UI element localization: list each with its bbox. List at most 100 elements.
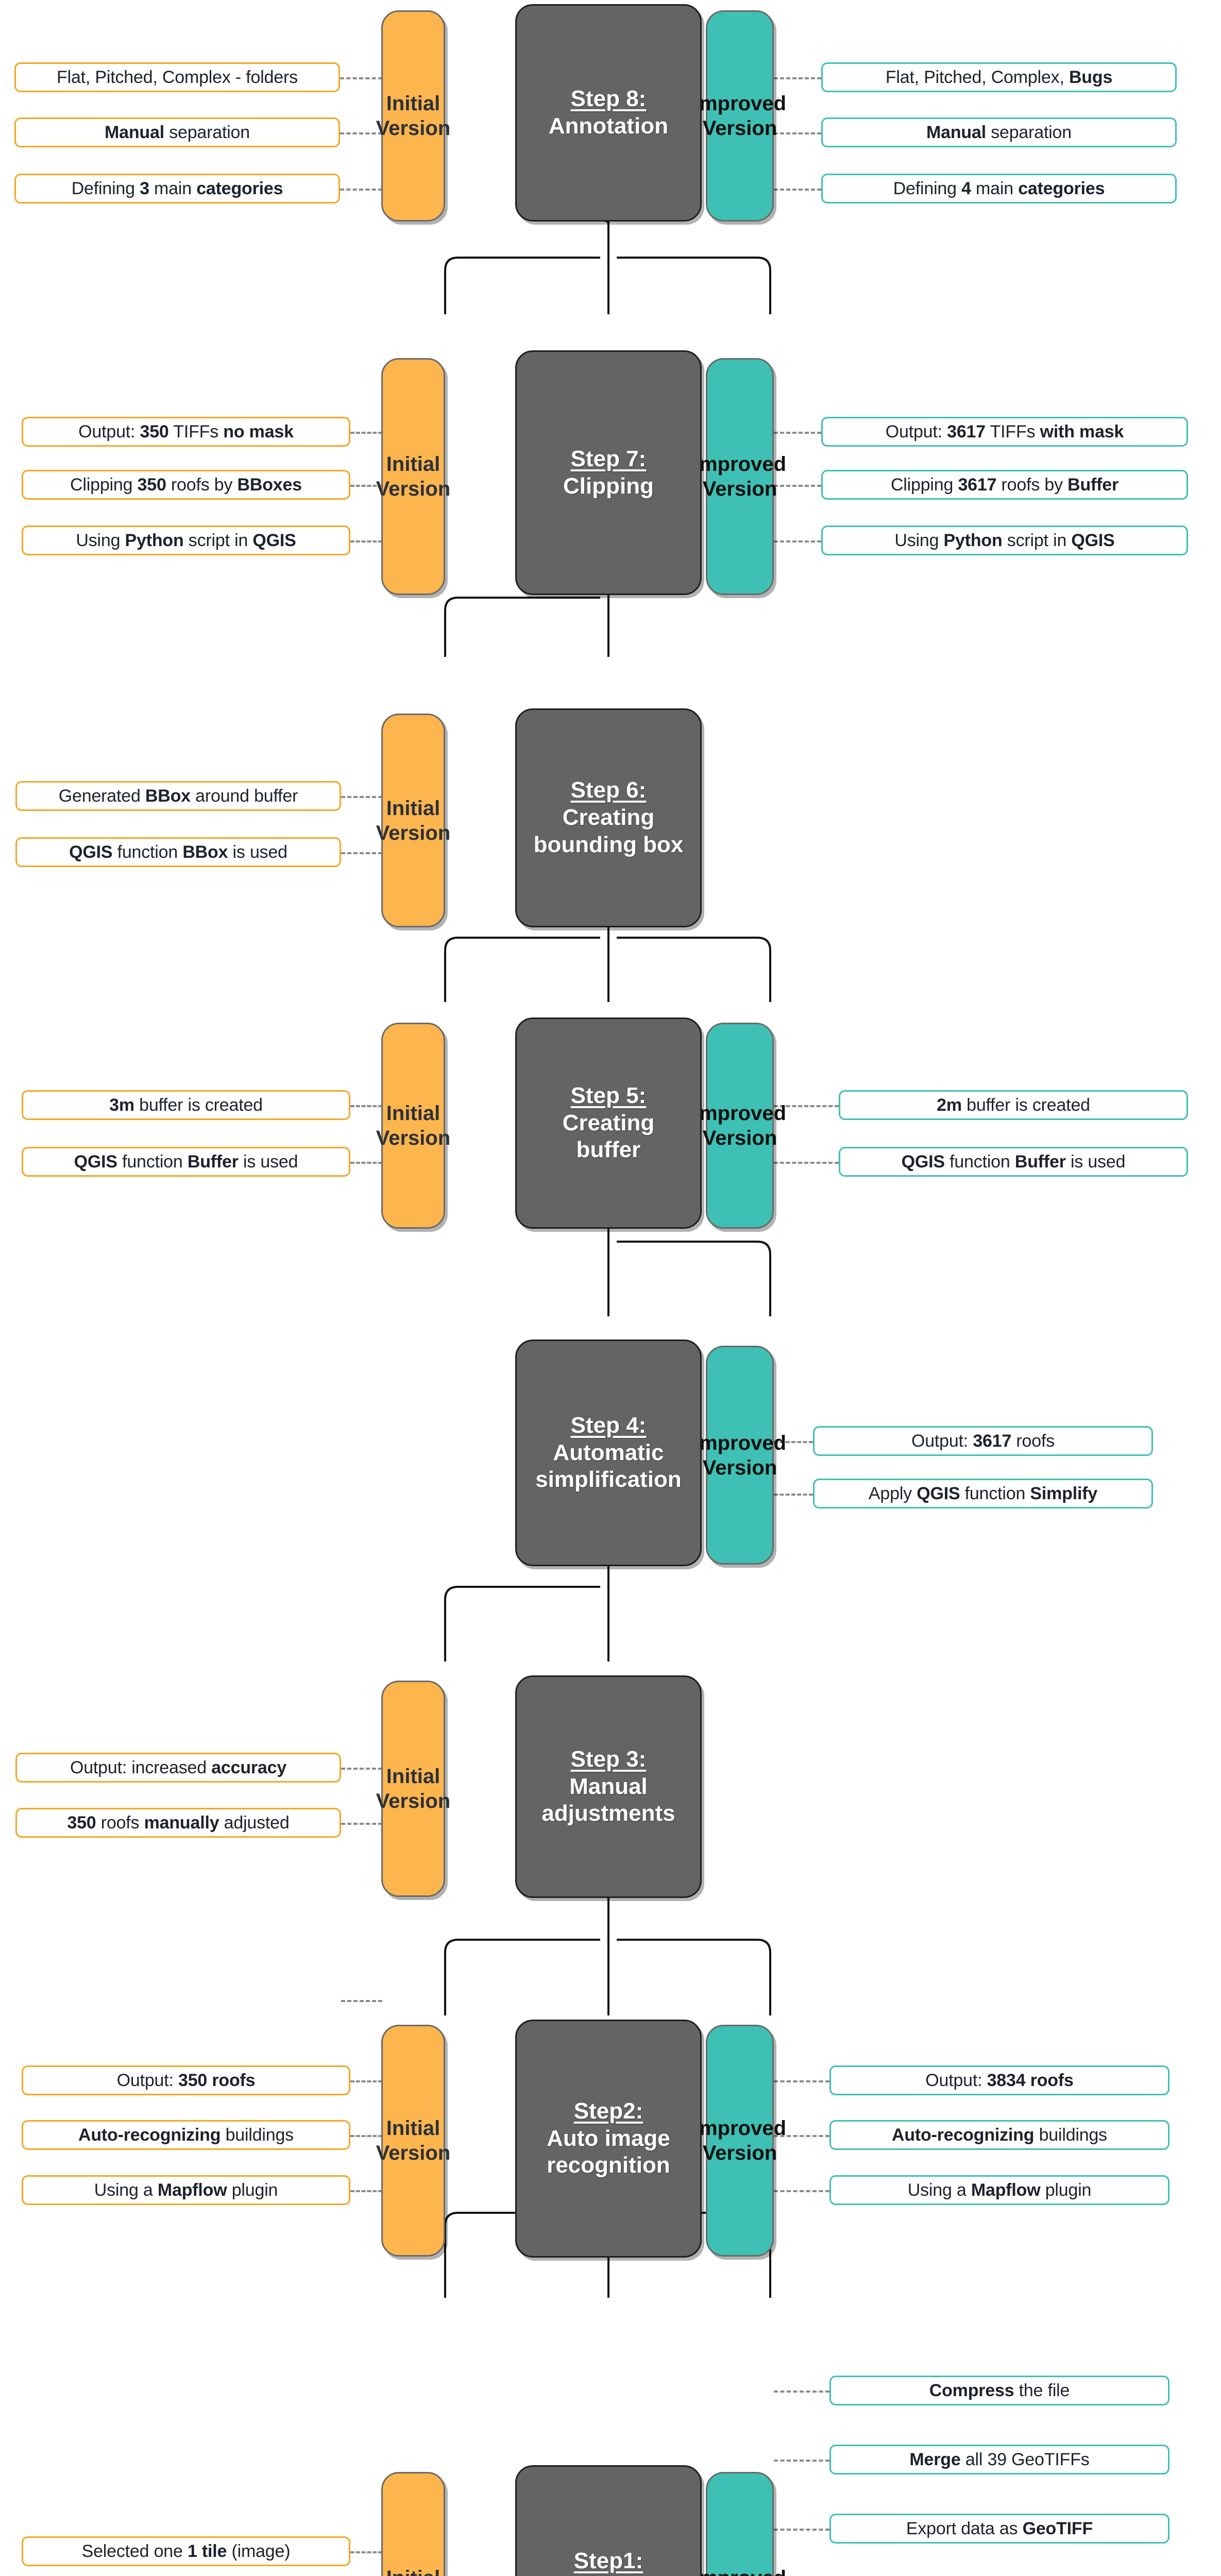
pill-text: Output: increased accuracy [70,1757,287,1777]
improved-version-label: Improved Version [693,91,786,141]
step3-initial-version-block[interactable]: Initial Version [376,1681,450,1897]
leader-line [341,2000,382,2002]
leader-line [774,2135,829,2137]
leader-line [350,2190,382,2192]
pill-step6-initial-2: QGIS function BBox is used [15,837,341,867]
step1-initial-version-block[interactable]: Initial Version [381,2472,445,2576]
pill-text: Using Python script in QGIS [894,530,1115,550]
improved-line-2: Version [702,478,777,500]
leader-line [774,2391,829,2393]
pill-text: Auto-recognizing buildings [78,2125,294,2145]
pill-text: Generated BBox around buffer [58,786,298,806]
initial-line-1: Initial [386,2117,440,2140]
initial-line-1: Initial [376,2566,451,2576]
leader-line [774,2529,829,2531]
pill-text: Auto-recognizing buildings [892,2125,1107,2145]
step5-title-block[interactable]: Step 5: Creating buffer [515,1018,702,1229]
leader-line [774,189,821,191]
pill-text: Defining 3 main categories [71,178,283,198]
initial-line-2: Version [376,1790,451,1812]
initial-version-label: Initial Version [376,91,451,141]
leader-line [350,1162,382,1164]
step5-subtitle-1: Creating [562,1110,655,1136]
pill-step1-improved-1: Compress the file [829,2376,1169,2405]
improved-line-1: Improved [693,1431,787,1454]
pill-text: Output: 350 TIFFs no mask [78,421,294,442]
pill-step8-initial-1: Flat, Pitched, Complex - folders [14,62,340,92]
step8-improved-version-block[interactable]: Improved Version [693,10,786,222]
step7-initial-version-block[interactable]: Initial Version [376,358,450,595]
improved-line-2: Version [702,117,777,140]
step6-initial-version-block[interactable]: Initial Version [376,714,450,927]
leader-line [350,2135,382,2137]
step8-initial-version-block[interactable]: Initial Version [376,10,450,222]
step3-label: Step 3: Manual adjustments [541,1746,675,1827]
step2-initial-version-block[interactable]: Initial Version [376,2025,450,2257]
pill-text: Using a Mapflow plugin [907,2180,1092,2200]
pill-step2-initial-1: Output: 350 roofs [22,2065,350,2095]
pill-step2-improved-3: Using a Mapflow plugin [829,2175,1169,2205]
step2-subtitle-1: Auto image [547,2125,670,2151]
step3-title: Step 3: [570,1746,647,1772]
step2-title: Step2: [573,2098,643,2124]
pill-text: Output: 3617 TIFFs with mask [885,421,1124,442]
leader-line [350,1105,382,1107]
initial-line-2: Version [376,2142,451,2164]
pill-step7-improved-2: Clipping 3617 roofs by Buffer [821,470,1188,500]
pill-step2-improved-2: Auto-recognizing buildings [829,2120,1169,2150]
step3-title-block[interactable]: Step 3: Manual adjustments [515,1675,702,1898]
pill-step5-improved-2: QGIS function Buffer is used [839,1147,1188,1177]
pill-text: Clipping 350 roofs by BBoxes [70,474,302,495]
pill-step1-improved-2: Merge all 39 GeoTIFFs [829,2445,1169,2475]
pill-text: Output: 3617 roofs [911,1431,1055,1451]
improved-version-label: Improved Version [693,1431,786,1480]
step5-label: Step 5: Creating buffer [563,1082,654,1164]
step1-title: Step1: [573,2548,643,2573]
step2-title-block[interactable]: Step2: Auto image recognition [515,2020,702,2258]
step1-improved-version-block[interactable]: Improved Version [693,2472,786,2576]
pill-text: Compress the file [929,2380,1070,2400]
step2-label: Step2: Auto image recognition [547,2098,670,2179]
initial-version-label: Initial Version [376,1101,451,1150]
initial-version-label: Initial Version [376,2116,451,2165]
step1-title-block[interactable]: Step1: Preprocessing raw data [515,2465,702,2576]
pill-text: Clipping 3617 roofs by Buffer [890,474,1119,495]
pill-text: QGIS function Buffer is used [901,1151,1126,1172]
step6-subtitle-1: Creating [562,805,655,831]
pill-step2-initial-2: Auto-recognizing buildings [22,2120,350,2150]
initial-line-2: Version [376,117,451,140]
improved-line-2: Version [702,1127,777,1149]
pill-step7-improved-3: Using Python script in QGIS [821,526,1188,555]
pill-step3-initial-2: 350 roofs manually adjusted [15,1808,341,1838]
step7-title-block[interactable]: Step 7: Clipping [515,350,702,595]
leader-line [774,2460,829,2462]
leader-line [350,485,382,487]
improved-version-label: Improved Version [693,2116,786,2165]
leader-line [341,796,382,798]
leader-line [350,2551,382,2553]
step5-improved-version-block[interactable]: Improved Version [693,1023,786,1229]
step8-title-block[interactable]: Step 8: Annotation [515,4,702,222]
leader-line [350,432,382,434]
leader-line [774,1105,839,1107]
step7-improved-version-block[interactable]: Improved Version [693,358,786,595]
improved-version-label: Improved Version [693,1101,786,1150]
step4-improved-version-block[interactable]: Improved Version [693,1346,786,1565]
pill-text: 3m buffer is created [109,1095,263,1115]
step2-improved-version-block[interactable]: Improved Version [693,2025,786,2257]
pill-text: Using Python script in QGIS [76,530,296,550]
step6-title-block[interactable]: Step 6: Creating bounding box [515,708,702,927]
step8-subtitle: Annotation [548,113,669,139]
pill-text: Defining 4 main categories [893,178,1105,198]
leader-line [341,852,382,854]
leader-line [340,77,382,79]
pill-text: Apply QGIS function Simplify [868,1483,1098,1503]
leader-line [340,132,382,134]
pill-text: QGIS function BBox is used [69,842,287,862]
pill-step7-initial-1: Output: 350 TIFFs no mask [22,417,350,447]
step5-initial-version-block[interactable]: Initial Version [376,1023,450,1229]
step5-subtitle-2: buffer [576,1137,641,1163]
step4-title-block[interactable]: Step 4: Automatic simplification [515,1340,702,1566]
pill-step7-improved-1: Output: 3617 TIFFs with mask [821,417,1188,447]
